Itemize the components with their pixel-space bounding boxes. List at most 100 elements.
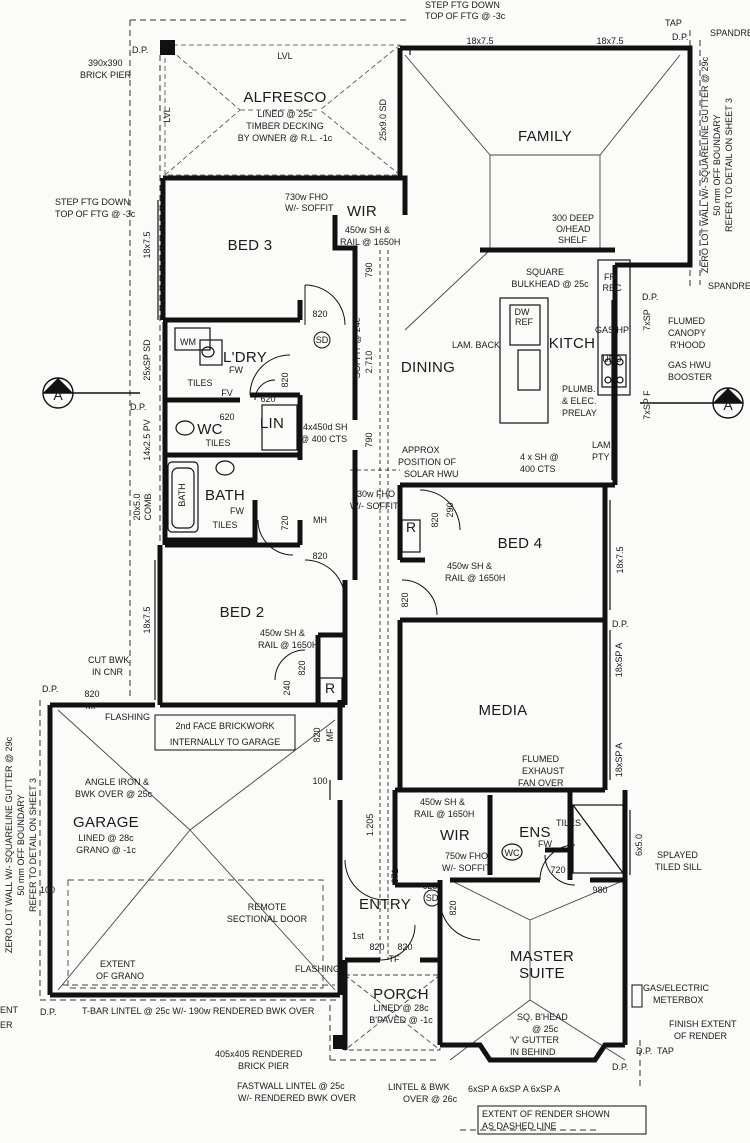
notes-plumb-3-label: PRELAY (562, 408, 597, 418)
notes-fam-w1-label: 18x7.5 (466, 36, 493, 46)
section-markers-left-label: A (53, 387, 63, 403)
notes-tf-label: TF (389, 954, 400, 964)
notes-exhaust-1-label: FLUMED (522, 754, 560, 764)
rooms-kitch-name-label: KITCH (549, 335, 596, 352)
notes-b2-sh-2-label: RAIL @ 1650H (258, 640, 318, 650)
notes-mh-label: MH (313, 515, 327, 525)
notes-d100-b-label: 100 (40, 885, 55, 895)
rooms-wc-name-label: WC (197, 421, 223, 438)
notes-fv-label: FV (221, 388, 233, 398)
notes-splay-2-label: TILED SILL (655, 862, 702, 872)
notes-d620-a-label: 620 (260, 394, 275, 404)
notes-sp6-label: 6xSP A 6xSP A 6xSP A (468, 1084, 560, 1094)
rooms-garage-name-label: GARAGE (73, 814, 139, 831)
notes-dp-tr-label: D.P. (672, 32, 688, 42)
notes-s790-b-label: 790 (364, 432, 374, 447)
notes-pier-1-label: 390x390 (88, 58, 123, 68)
notes-d671-label: 671 (390, 868, 400, 883)
notes-r-b2-label: R (325, 680, 335, 696)
rooms-garage-n1-label: LINED @ 28c (78, 833, 134, 843)
notes-exhaust-2-label: EXHAUST (522, 766, 565, 776)
rooms-bed4-name-label: BED 4 (498, 535, 543, 552)
notes-sd-1-label: SD (316, 335, 329, 345)
notes-zero-right-1-label: ZERO LOT WALL W/- SQUARELINE GUTTER @ 29… (700, 56, 710, 273)
notes-render-2-label: AS DASHED LINE (482, 1121, 557, 1131)
notes-step-ftg-l-2-label: TOP OF FTG @ -3c (55, 209, 136, 219)
rooms-master-name-label: MASTER (510, 948, 574, 965)
rooms-dining-name-label: DINING (401, 359, 455, 376)
notes-finish-2-label: OF RENDER (674, 1031, 728, 1041)
notes-dp-r2-label: D.P. (612, 619, 628, 629)
notes-gas-m2-label: METERBOX (653, 995, 704, 1005)
notes-dp-bm-label: D.P. (636, 1046, 652, 1056)
notes-dp-br-label: D.P. (612, 1062, 628, 1072)
notes-step-ftg-l-1-label: STEP FTG DOWN (55, 197, 130, 207)
notes-pier2-2-label: BRICK PIER (238, 1061, 290, 1071)
notes-lin-sh-2-label: @ 400 CTS (300, 434, 347, 444)
notes-tiles-l-label: TILES (187, 378, 212, 388)
notes-first-label: 1st (352, 931, 365, 941)
notes-tap-b-label: TAP (657, 1046, 674, 1056)
notes-soffit-2-label: 2.710 (364, 351, 374, 374)
notes-hwu-2-label: BOOSTER (668, 372, 713, 382)
notes-tiles-b-label: TILES (212, 520, 237, 530)
notes-b2-sh-1-label: 450w SH & (260, 628, 305, 638)
notes-d980-label: 980 (592, 885, 607, 895)
notes-alf-w-label: 25x9.0 SD (378, 98, 388, 141)
notes-w20-label: 20x5.0 (132, 493, 142, 520)
notes-cut-1-label: CUT BWK (88, 655, 129, 665)
notes-w6x5-label: 6x5.0 (634, 834, 644, 856)
notes-zero-right-3-label: REFER TO DETAIL ON SHEET 3 (724, 98, 734, 232)
notes-fho-1-label: 730w FHO (285, 192, 328, 202)
notes-fho2-1-label: 930w FHO (352, 489, 395, 499)
notes-dp-g-label: D.P. (42, 684, 58, 694)
notes-gutter-2-label: IN BEHIND (510, 1047, 556, 1057)
notes-spandrel-2-label: SPANDREL (708, 281, 750, 291)
notes-lvl-top-label: LVL (277, 51, 292, 61)
notes-fho2-2-label: W/- SOFFIT (350, 501, 399, 511)
notes-bulk-1-label: SQUARE (526, 267, 564, 277)
rooms-alfresco-n2-label: TIMBER DECKING (246, 121, 324, 131)
notes-lintel-1-label: LINTEL & BWK (388, 1082, 450, 1092)
notes-flumed-3-label: R'HOOD (670, 340, 706, 350)
notes-angle-1-label: ANGLE IRON & (85, 777, 149, 787)
notes-ent-1-label: ENT (0, 1005, 19, 1015)
rooms-lin-name-label: LIN (260, 415, 284, 432)
notes-fho-2-label: W/- SOFFIT (285, 203, 334, 213)
rooms-entry-name-label: ENTRY (359, 896, 411, 913)
notes-dp-tl-label: D.P. (132, 45, 148, 55)
rooms-alfresco-n1-label: LINED @ 25c (257, 109, 313, 119)
notes-zero-left-1-label: ZERO LOT WALL W/- SQUARELINE GUTTER @ 29… (4, 736, 14, 953)
rooms-family-name-label: FAMILY (518, 128, 572, 145)
notes-w14-label: 14x2.5 PV (142, 419, 152, 461)
notes-d100-a-label: 100 (312, 776, 327, 786)
notes-approx-2-label: POSITION OF (398, 457, 457, 467)
notes-fw-b-label: FW (230, 506, 244, 516)
rooms-porch-name-label: PORCH (373, 986, 429, 1003)
notes-spandrel-1-label: SPANDREL (710, 28, 750, 38)
notes-comb-label: COMB (143, 494, 153, 521)
notes-d820-l-label: 820 (280, 372, 290, 387)
notes-remote-2-label: SECTIONAL DOOR (227, 914, 308, 924)
notes-gas-hp-label: GAS HP (595, 325, 629, 335)
notes-mf2-label: MF (325, 728, 335, 741)
notes-fast-1-label: FASTWALL LINTEL @ 25c (237, 1081, 345, 1091)
notes-sh-wir-2-label: RAIL @ 1650H (340, 237, 400, 247)
notes-lamback-label: LAM. BACK (452, 340, 500, 350)
notes-lam-2-label: PTY (592, 452, 610, 462)
notes-grano-2-label: OF GRANO (96, 971, 144, 981)
notes-b4-w-label: 18x7.5 (615, 546, 625, 573)
section-markers-right-label: A (723, 397, 733, 413)
notes-d820-f1-label: 820 (369, 942, 384, 952)
notes-fw-e-label: FW (538, 839, 552, 849)
notes-plumb-2-label: & ELEC. (562, 396, 597, 406)
notes-shelf-3-label: SHELF (558, 235, 588, 245)
rooms-alfresco-name-label: ALFRESCO (243, 89, 326, 106)
notes-d720-e-label: 720 (550, 865, 565, 875)
notes-zero-right-2-label: 50 mm OFF BOUNDARY (712, 114, 722, 215)
notes-d620-b-label: 620 (219, 412, 234, 422)
notes-bulk-2-label: BULKHEAD @ 25c (511, 279, 589, 289)
notes-grano-1-label: EXTENT (100, 959, 136, 969)
